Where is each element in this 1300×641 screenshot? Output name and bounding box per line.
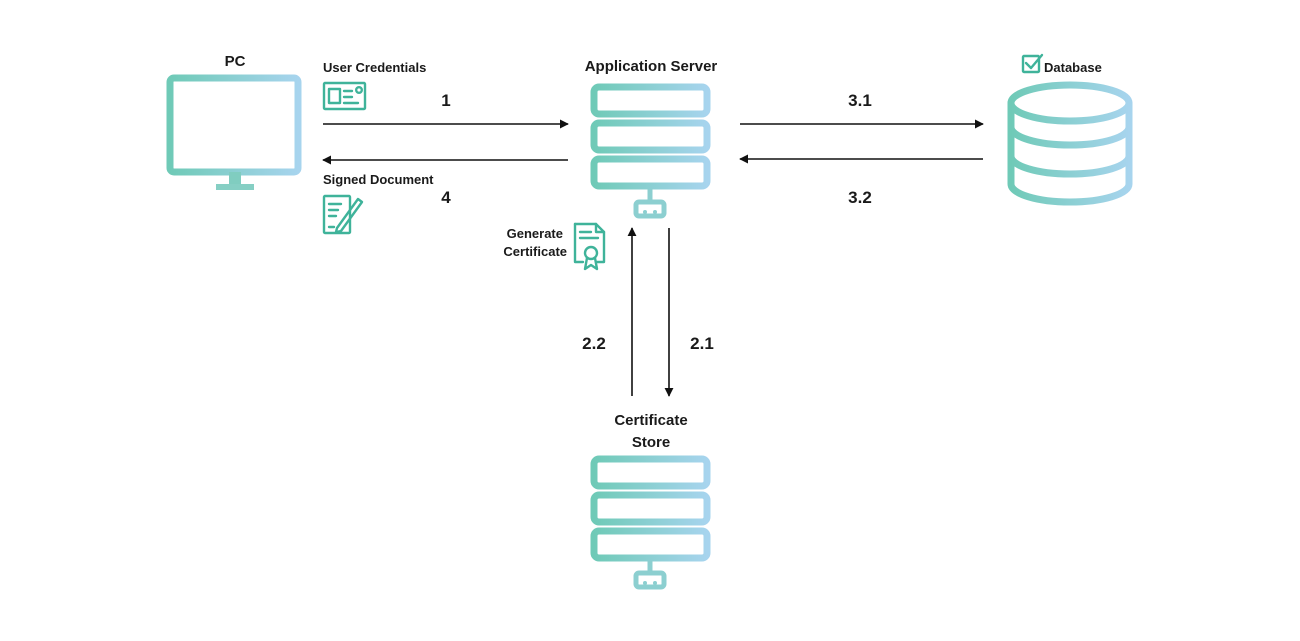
step-2-2-label: 2.2 [582,334,606,353]
generate-certificate-label-line2: Certificate [503,244,567,259]
step-3-1-label: 3.1 [848,91,872,110]
database-icon [1007,81,1133,206]
step-2-1-label: 2.1 [690,334,714,353]
step-4-label: 4 [441,188,451,207]
pc-label: PC [225,53,246,70]
signed-document-label: Signed Document [323,172,434,187]
app-server-label: Application Server [585,58,718,75]
generate-certificate-label-line1: Generate [507,226,563,241]
database-label: Database [1044,60,1102,75]
monitor-icon [166,74,302,190]
user-credentials-label: User Credentials [323,60,426,75]
document-pen-icon [322,194,364,235]
cert-store-label-line1: Certificate [614,412,687,429]
checkbox-checked-icon [1021,53,1044,74]
id-card-icon [322,81,367,111]
server-rack-icon [589,455,713,590]
cert-store-label-line2: Store [632,434,670,451]
server-rack-icon [589,83,713,219]
certificate-icon [573,222,606,271]
step-3-2-label: 3.2 [848,188,872,207]
step-1-label: 1 [441,91,450,110]
